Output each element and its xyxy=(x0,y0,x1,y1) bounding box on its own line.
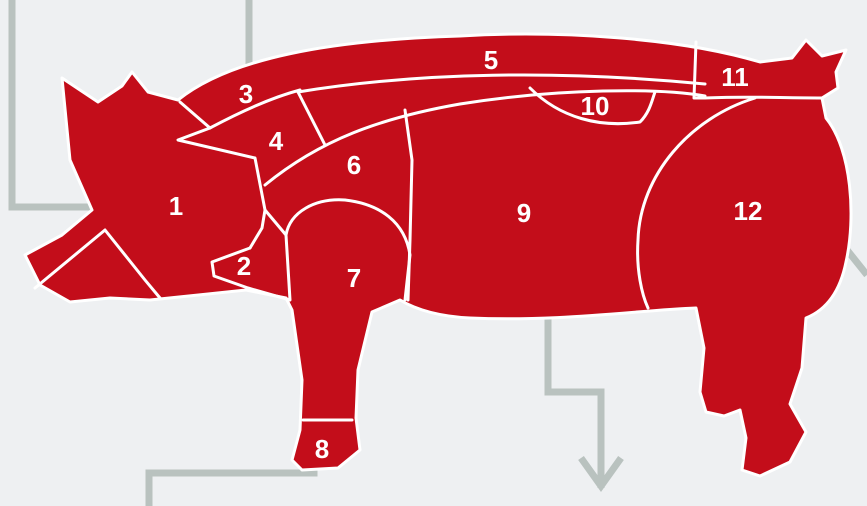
cut-label-9: 9 xyxy=(517,198,531,228)
cut-label-5: 5 xyxy=(484,45,498,75)
cut-label-10: 10 xyxy=(581,91,610,121)
cut-label-1: 1 xyxy=(169,191,183,221)
cut-label-11: 11 xyxy=(721,62,749,92)
pig-silhouette xyxy=(25,34,851,476)
cut-label-7: 7 xyxy=(347,263,361,293)
cut-label-2: 2 xyxy=(237,251,251,281)
cut-label-12: 12 xyxy=(734,196,763,226)
cut-label-3: 3 xyxy=(239,79,253,109)
cut-label-4: 4 xyxy=(269,126,284,156)
pig-body xyxy=(25,34,851,476)
leader-line-8 xyxy=(149,378,314,506)
cut-label-8: 8 xyxy=(315,434,329,464)
cut-label-6: 6 xyxy=(347,150,361,180)
